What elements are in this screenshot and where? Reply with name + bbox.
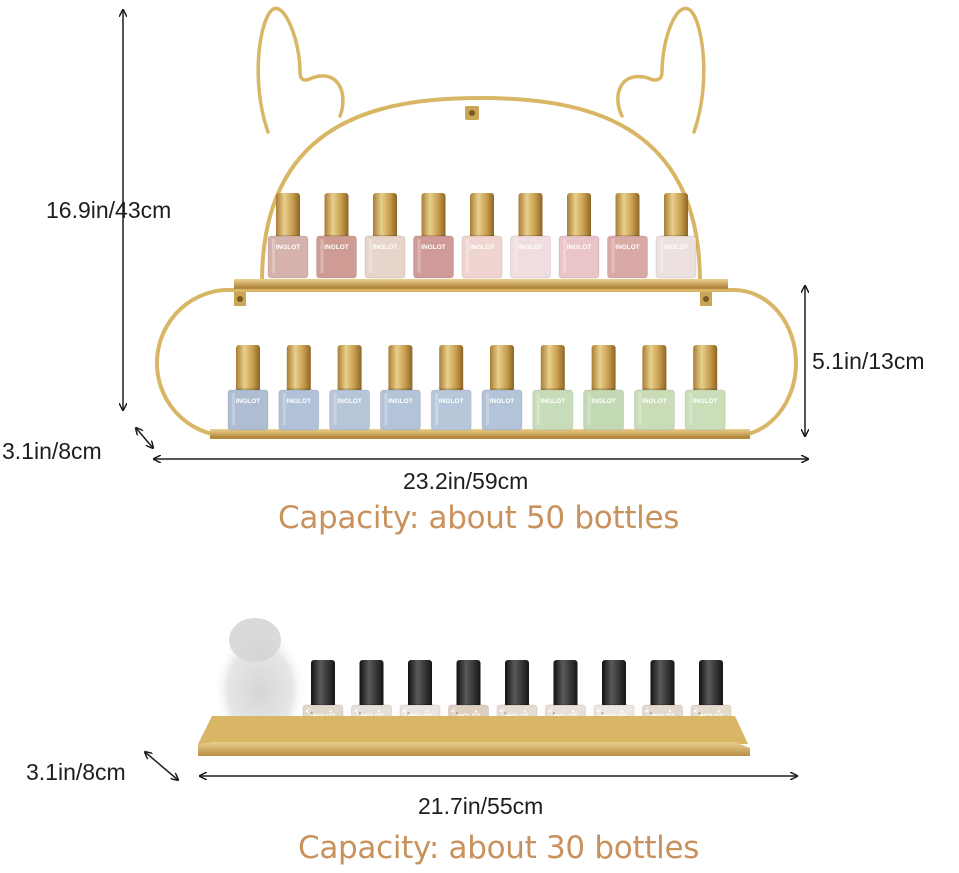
- depth-label-top: 3.1in/8cm: [2, 438, 102, 464]
- left-ear-icon: [256, 6, 345, 134]
- bunny-rack: INGLOT INGLOT INGLOT INGLOT INGLOT INGLOT INGL…: [154, 6, 798, 439]
- nail-polish-bottle: INGLOT: [278, 345, 320, 431]
- bottle-brand-label: INGLOT: [490, 398, 515, 405]
- nail-polish-bottle: INGLOT: [684, 345, 726, 431]
- nail-polish-bottle: INGLOT: [655, 193, 697, 279]
- top-bottle-row: INGLOT INGLOT INGLOT INGLOT INGLOT INGLOT INGL…: [267, 193, 697, 279]
- nail-polish-bottle: INGLOT: [481, 345, 523, 431]
- dimension-lines-top: [123, 10, 808, 459]
- bottle-brand-label: INGLOT: [591, 398, 616, 405]
- bottle-brand-label: INGLOT: [541, 398, 566, 405]
- bottle-brand-label: INGLOT: [373, 244, 398, 251]
- nail-polish-bottle: INGLOT: [379, 345, 421, 431]
- tray-front: [198, 742, 750, 756]
- nail-polish-bottle: INGLOT: [430, 345, 472, 431]
- depth-arrow-top: [136, 428, 153, 448]
- nail-polish-bottle: INGLOT: [633, 345, 675, 431]
- bottle-brand-label: INGLOT: [236, 398, 261, 405]
- bottle-brand-label: INGLOT: [324, 244, 349, 251]
- nail-polish-bottle: INGLOT: [316, 193, 357, 279]
- tier-gap-label: 5.1in/13cm: [812, 348, 925, 374]
- bottom-bottle-row: INGLOT INGLOT INGLOT INGLOT INGLOT INGLOT INGL…: [227, 345, 726, 431]
- capacity-label-bottom: Capacity: about 30 bottles: [298, 830, 700, 866]
- height-label: 16.9in/43cm: [46, 197, 172, 223]
- bottle-brand-label: INGLOT: [664, 244, 689, 251]
- nail-polish-bottle: INGLOT: [461, 193, 503, 279]
- dimension-lines-bottom: [145, 752, 797, 780]
- width-label-top: 23.2in/59cm: [403, 468, 529, 494]
- bottle-brand-label: INGLOT: [439, 398, 464, 405]
- nail-polish-bottle: INGLOT: [227, 345, 269, 431]
- depth-label-bottom: 3.1in/8cm: [26, 759, 126, 785]
- nail-polish-bottle: INGLOT: [583, 345, 625, 431]
- nail-polish-bottle: INGLOT: [510, 193, 551, 279]
- nail-polish-bottle: INGLOT: [364, 193, 406, 279]
- bottle-brand-label: INGLOT: [567, 244, 592, 251]
- tray-back: [198, 716, 748, 744]
- bottle-brand-label: INGLOT: [642, 398, 667, 405]
- lower-shelf: [210, 429, 750, 437]
- capacity-label-top: Capacity: about 50 bottles: [278, 500, 680, 536]
- right-ear-icon: [616, 6, 706, 134]
- bottle-brand-label: INGLOT: [287, 398, 312, 405]
- bottle-brand-label: INGLOT: [518, 244, 543, 251]
- head-arch: [260, 95, 702, 283]
- nail-polish-bottle: INGLOT: [329, 345, 371, 431]
- width-label-bottom: 21.7in/55cm: [418, 793, 544, 819]
- bottle-brand-label: INGLOT: [470, 244, 495, 251]
- bottle-brand-label: INGLOT: [421, 244, 446, 251]
- nail-polish-bottle: INGLOT: [607, 193, 648, 279]
- bottle-brand-label: INGLOT: [337, 398, 362, 405]
- depth-arrow-bottom: [145, 752, 178, 780]
- nail-polish-bottle: INGLOT: [532, 345, 574, 431]
- bottle-brand-label: INGLOT: [615, 244, 640, 251]
- straight-shelf: INGLOTINGLOTINGLOTINGLOTINGLOTINGLOTINGL…: [198, 618, 750, 756]
- bottle-brand-label: INGLOT: [276, 244, 301, 251]
- nail-polish-bottle: INGLOT: [413, 193, 454, 279]
- upper-shelf: [234, 279, 728, 287]
- bottle-brand-label: INGLOT: [693, 398, 718, 405]
- nail-polish-bottle: INGLOT: [267, 193, 309, 279]
- bottle-brand-label: INGLOT: [388, 398, 413, 405]
- nail-polish-bottle: INGLOT: [558, 193, 600, 279]
